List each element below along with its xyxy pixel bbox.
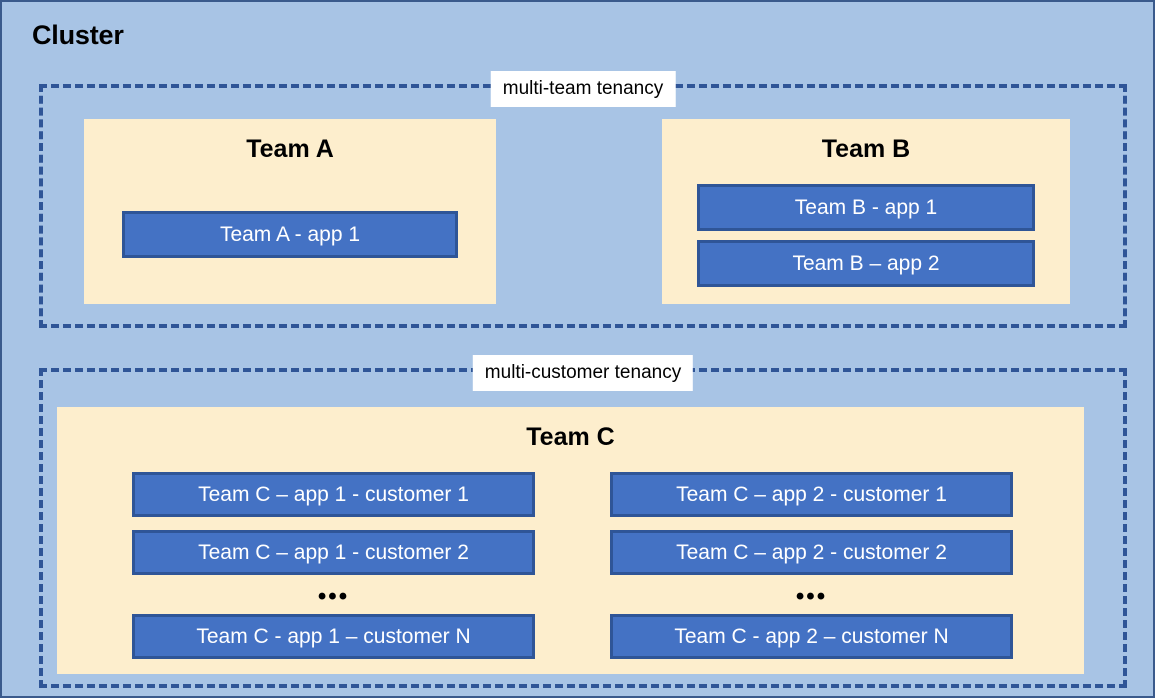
page-title: Cluster [32, 20, 124, 50]
team-a-app-1[interactable]: Team A - app 1 [122, 211, 458, 258]
team-c-box: Team C Team C – app 1 - customer 1 Team … [57, 407, 1084, 674]
team-b-app-2[interactable]: Team B – app 2 [697, 240, 1035, 287]
multi-team-tenancy-label: multi-team tenancy [490, 71, 676, 107]
team-c-app-2-ellipsis: ••• [795, 583, 828, 610]
team-c-title: Team C [526, 423, 615, 451]
team-c-app-2-customer-1[interactable]: Team C – app 2 - customer 1 [610, 472, 1013, 517]
team-c-app-2-customer-n[interactable]: Team C - app 2 – customer N [610, 614, 1013, 659]
team-b-title: Team B [821, 135, 911, 163]
team-c-app-1-customer-n[interactable]: Team C - app 1 – customer N [132, 614, 535, 659]
multi-team-tenancy-zone: multi-team tenancy [39, 71, 1127, 328]
multi-customer-tenancy-zone: multi-customer tenancy [39, 355, 1127, 688]
team-c-app-2-customer-2[interactable]: Team C – app 2 - customer 2 [610, 530, 1013, 575]
multi-customer-tenancy-label: multi-customer tenancy [472, 355, 694, 391]
team-b-app-1[interactable]: Team B - app 1 [697, 184, 1035, 231]
team-a-title: Team A [246, 135, 334, 163]
team-c-app-1-ellipsis: ••• [317, 583, 350, 610]
team-c-app-1-customer-2[interactable]: Team C – app 1 - customer 2 [132, 530, 535, 575]
team-b-box: Team B Team B - app 1 Team B – app 2 [662, 119, 1070, 304]
team-c-app-1-customer-1[interactable]: Team C – app 1 - customer 1 [132, 472, 535, 517]
team-a-box: Team A Team A - app 1 [84, 119, 496, 304]
